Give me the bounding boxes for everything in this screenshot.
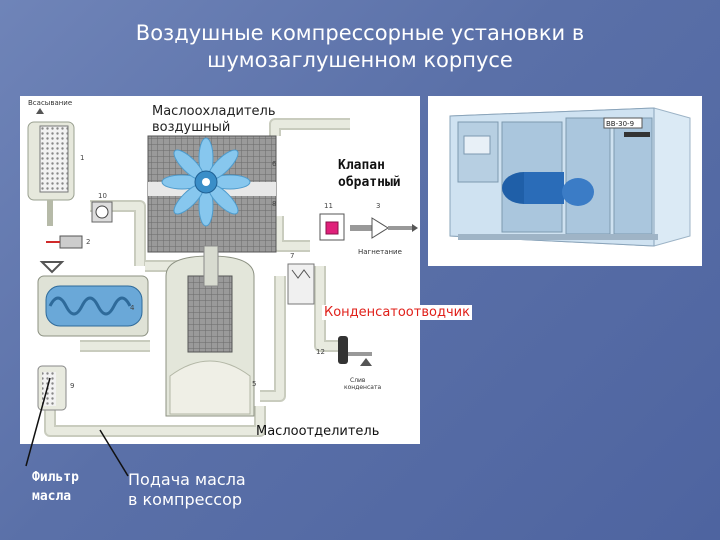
- check-valve-label: Клапан обратный: [338, 157, 401, 191]
- compressor-unit-illustration: ВВ-30-9: [428, 96, 702, 266]
- slide-title: Воздушные компрессорные установки в шумо…: [100, 20, 620, 74]
- oil-supply-label-line-2: в компрессор: [128, 490, 243, 509]
- part-number: 12: [316, 348, 325, 356]
- oil-supply-label-line-1: Подача масла: [128, 470, 246, 489]
- oil-supply-label: Подача масла в компрессор: [128, 470, 246, 510]
- title-line-2: шумозаглушенном корпусе: [207, 48, 513, 72]
- intake-filter: [27, 121, 75, 226]
- screw-compressor-block: [37, 261, 149, 337]
- check-valve-label-line-1: Клапан: [338, 158, 385, 173]
- condensate-drain-label-1: Слив: [350, 377, 366, 384]
- part-number: 7: [290, 252, 294, 260]
- cooling-fan-icon: [161, 137, 251, 227]
- intake-label: Всасывание: [28, 99, 72, 107]
- part-number: 5: [252, 380, 256, 388]
- oil-separator-tank: [165, 245, 255, 417]
- part-number: 6: [272, 160, 277, 168]
- oil-cooler-label: Маслоохладитель воздушный: [152, 104, 276, 136]
- discharge-arrow-icon: [412, 224, 418, 232]
- part-numbers: 1 2 3 4 5 6 7 8 9 10 11 12: [70, 154, 380, 390]
- condensate-trap: [287, 263, 372, 366]
- drain-arrow-icon: [360, 358, 372, 366]
- oil-filter-pointer: [25, 377, 51, 467]
- part-number: 4: [130, 304, 135, 312]
- oil-supply-pointer: [99, 429, 129, 477]
- part-number: 1: [80, 154, 84, 162]
- intake-arrow-icon: [36, 108, 44, 114]
- oil-filter-label-line-1: Фильтр: [32, 470, 79, 485]
- oil-separator-label: Маслоотделитель: [256, 424, 380, 439]
- check-valve-label-line-2: обратный: [338, 175, 401, 190]
- oil-cooler-label-line-1: Маслоохладитель: [152, 104, 276, 119]
- unit-tag: ВВ-30-9: [606, 120, 634, 128]
- part-number: 2: [86, 238, 90, 246]
- part-number: 10: [98, 192, 107, 200]
- part-number: 3: [376, 202, 380, 210]
- title-line-1: Воздушные компрессорные установки в: [135, 21, 585, 45]
- discharge-label: Нагнетание: [358, 248, 402, 256]
- condensate-drain-label-2: конденсата: [344, 384, 381, 391]
- part-number: 9: [70, 382, 74, 390]
- compressor-schematic: Всасывание: [20, 96, 420, 444]
- intake-valve: [46, 235, 83, 249]
- check-valve: [319, 213, 418, 241]
- condensate-trap-label: Конденсатоотводчик: [322, 305, 472, 320]
- thermostatic-valve: [91, 201, 113, 223]
- part-number: 8: [272, 200, 276, 208]
- schematic-drawing: Всасывание: [27, 99, 418, 437]
- part-number: 11: [324, 202, 333, 210]
- compressor-unit-photo: ВВ-30-9: [428, 96, 702, 266]
- oil-filter-label: Фильтр масла: [32, 468, 79, 506]
- oil-cooler-label-line-2: воздушный: [152, 120, 231, 135]
- oil-filter-label-line-2: масла: [32, 489, 72, 504]
